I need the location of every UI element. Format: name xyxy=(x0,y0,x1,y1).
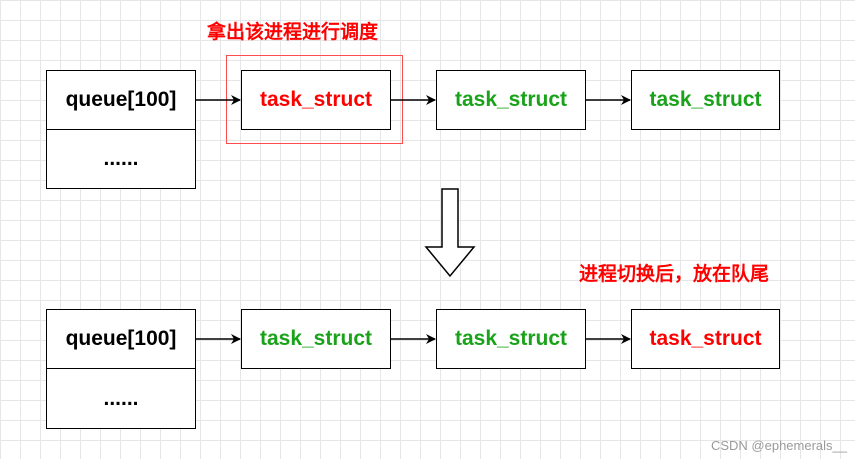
top-annotation: 拿出该进程进行调度 xyxy=(207,22,379,43)
top-queue-ellipsis-text: ...... xyxy=(103,147,139,170)
top-task-node-1-label: task_struct xyxy=(259,88,373,111)
bottom-task-node-2: task_struct xyxy=(436,309,586,369)
top-task-node-2: task_struct xyxy=(436,70,586,130)
bottom-queue-label: queue[100] xyxy=(65,327,177,350)
top-queue-header: queue[100] xyxy=(46,70,196,130)
bottom-annotation: 进程切换后，放在队尾 xyxy=(579,264,770,285)
bottom-task-node-3-label: task_struct xyxy=(649,327,762,350)
watermark: CSDN @ephemerals__ xyxy=(710,438,847,453)
top-task-node-1: task_struct xyxy=(241,70,391,130)
transition-down-arrow-icon xyxy=(424,188,476,278)
top-task-node-2-label: task_struct xyxy=(454,88,568,111)
bottom-queue-ellipsis-text: ...... xyxy=(103,386,139,410)
top-task-node-3: task_struct xyxy=(631,70,780,130)
top-task-node-3-label: task_struct xyxy=(649,88,762,111)
top-queue-ellipsis: ...... xyxy=(46,129,196,189)
bottom-task-node-1: task_struct xyxy=(241,309,391,369)
bottom-task-node-1-label: task_struct xyxy=(259,327,373,350)
bottom-queue-header: queue[100] xyxy=(46,309,196,369)
bottom-task-node-3: task_struct xyxy=(631,309,780,369)
bottom-task-node-2-label: task_struct xyxy=(454,327,568,350)
bottom-queue-ellipsis: ...... xyxy=(46,368,196,429)
top-queue-label: queue[100] xyxy=(65,88,177,111)
